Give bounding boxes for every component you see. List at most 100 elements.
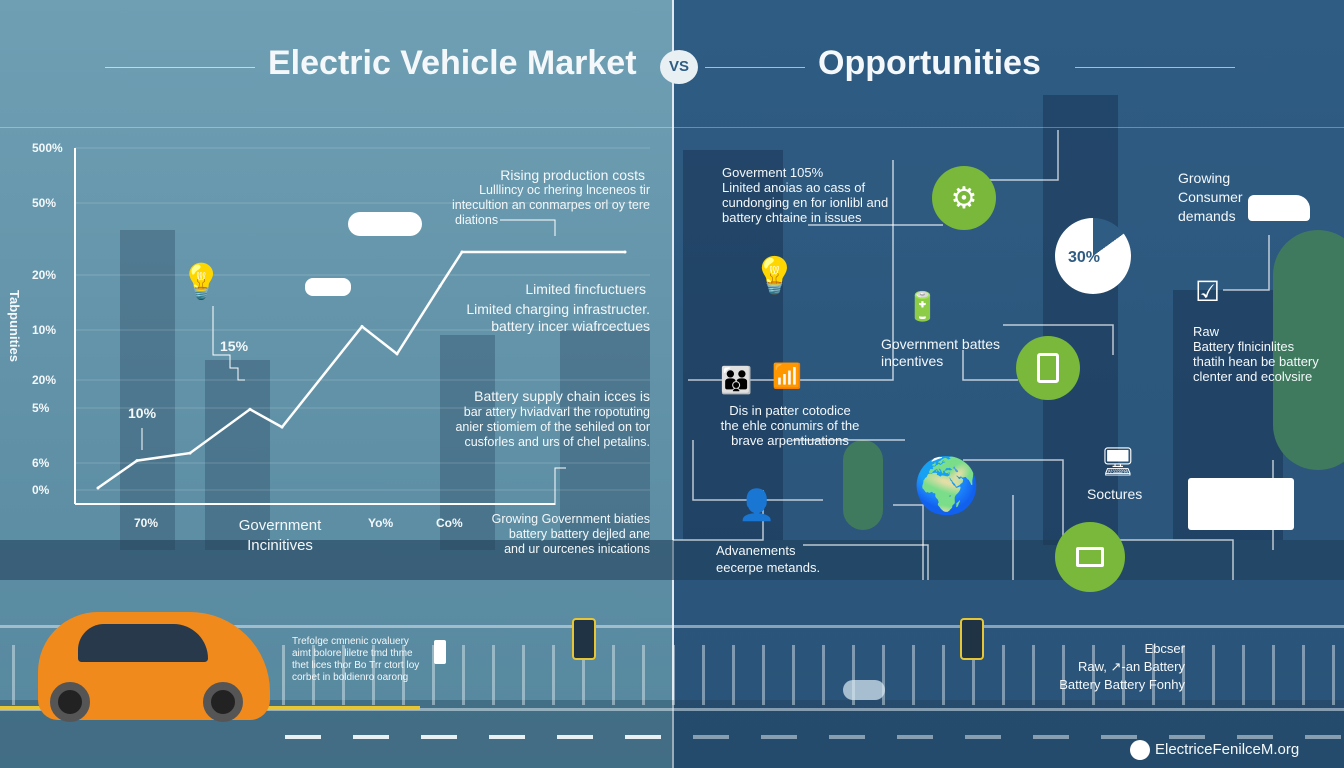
fence-post — [372, 645, 375, 705]
body-line: Trefolge cmnenic ovaluery — [292, 636, 409, 647]
fence-post — [1302, 645, 1305, 705]
lane-dash — [557, 735, 593, 739]
growing-body: Growing Government biaties battery batte… — [470, 512, 650, 557]
body-line: Growing — [1178, 170, 1231, 186]
person-desk-icon: 👤 — [738, 489, 776, 522]
skyline-building — [120, 230, 175, 550]
data-point — [135, 459, 139, 463]
fence-post — [552, 645, 555, 705]
body-line: diations — [455, 213, 499, 227]
y-tick-label: 20% — [32, 268, 57, 282]
body-line: Dis in patter cotodice — [729, 403, 851, 418]
lane-dash — [1237, 735, 1273, 739]
data-point — [623, 250, 627, 254]
connector-lines — [673, 130, 1274, 580]
data-point — [280, 425, 284, 429]
lane-dash — [829, 735, 865, 739]
fence-post — [642, 645, 645, 705]
fence-post — [612, 645, 615, 705]
data-point — [248, 407, 252, 411]
lane-dash — [1101, 735, 1137, 739]
title-rule — [705, 67, 805, 68]
rising-costs-body: Lulllincy oc rhering lnceneos tir intecu… — [380, 183, 650, 228]
soctures-label: Soctures — [1087, 486, 1143, 502]
skyline-building — [440, 335, 495, 550]
tree — [843, 440, 883, 530]
fence-post — [1122, 645, 1125, 705]
cloud-sun-icon — [348, 212, 422, 236]
body-line: Raw — [1193, 324, 1220, 339]
fence-post — [1242, 645, 1245, 705]
brand-footer: ElectriceFenilceM.org — [1155, 741, 1300, 758]
dis-note: Dis in patter cotodice the ehle conumirs… — [705, 403, 875, 448]
y-tick-label: 0% — [32, 483, 50, 497]
charger-icon — [434, 640, 446, 664]
monitor-icon — [1076, 547, 1104, 567]
lane-dash — [421, 735, 457, 739]
battery-body: bar attery hviadvarl the ropotuting anie… — [380, 405, 650, 450]
data-point — [438, 284, 442, 288]
fence-post — [432, 645, 435, 705]
charging-station-icon — [572, 618, 596, 660]
header-rule — [0, 127, 1344, 128]
data-point — [460, 250, 464, 254]
body-line: corbet in boldienro oarong — [292, 672, 409, 683]
lane-dash — [285, 735, 321, 739]
y-tick-label: 6% — [32, 456, 50, 470]
fence-post — [1182, 645, 1185, 705]
fence-post — [1092, 645, 1095, 705]
body-line: Battery flnicinlites — [1193, 339, 1295, 354]
checkbox-icon: ☑ — [1195, 276, 1221, 307]
wifi-icon: 📶 — [772, 363, 802, 390]
body-line: Limited charging infrastructer. — [466, 301, 650, 317]
government-incentives-label: Government Incinitives — [238, 517, 322, 554]
body-line: Consumer — [1178, 189, 1243, 205]
vs-badge: VS — [660, 50, 698, 84]
fence-post — [1212, 645, 1215, 705]
body-line: brave arpentiuations — [731, 433, 849, 448]
fence-post — [792, 645, 795, 705]
rail — [0, 625, 1344, 628]
gov-note-title: Goverment 105% — [722, 165, 824, 180]
lane-dash — [897, 735, 933, 739]
series-line — [97, 250, 625, 489]
rail — [0, 708, 1344, 711]
fence-post — [882, 645, 885, 705]
fence-post — [762, 645, 765, 705]
fence-post — [1062, 645, 1065, 705]
body-line: intecultion an conmarpes orl oy tere — [451, 198, 650, 212]
x-tick-label: Co% — [436, 516, 463, 530]
charging-station-icon — [960, 618, 984, 660]
body-line: and ur ourcenes inications — [504, 542, 650, 556]
fence-post — [312, 645, 315, 705]
body-line: bar attery hviadvarl the ropotuting — [463, 405, 650, 419]
body-line: anier stiomiem of the sehiled on tor — [455, 420, 650, 434]
annotation-leader — [500, 219, 556, 236]
x-tick-label: Yo% — [368, 516, 394, 530]
body-line: eecerpe metands. — [716, 560, 821, 575]
lane-dash — [761, 735, 797, 739]
panel-divider — [672, 0, 674, 768]
fence-post — [942, 645, 945, 705]
right-panel — [673, 0, 1344, 768]
factory-icon — [1188, 478, 1294, 530]
raw-battery-note: Raw Battery flnicinlites thatih hean be … — [1193, 324, 1319, 384]
body-line: the ehle conumirs of the — [720, 418, 860, 433]
body-line: battery incer wiafrcectues — [491, 318, 650, 334]
lane-dash — [353, 735, 389, 739]
body-line: Linited anoias ao cass of — [722, 180, 866, 195]
fence-post — [492, 645, 495, 705]
gov-note: Goverment 105% Linited anoias ao cass of… — [722, 165, 922, 225]
fence-post — [822, 645, 825, 705]
body-line: thet lices thor Bo Trr ctort loy — [292, 660, 420, 671]
fence-post — [402, 645, 405, 705]
body-line: Government battes — [881, 336, 1001, 352]
car-wheel — [50, 682, 90, 722]
fence-post — [12, 645, 15, 705]
body-line: battery chtaine in issues — [722, 210, 862, 225]
fence-post — [732, 645, 735, 705]
limited-body: Limited charging infrastructer. battery … — [380, 301, 650, 335]
fence-post — [972, 645, 975, 705]
pie-chart — [1055, 218, 1131, 294]
y-tick-label: 20% — [32, 373, 57, 387]
